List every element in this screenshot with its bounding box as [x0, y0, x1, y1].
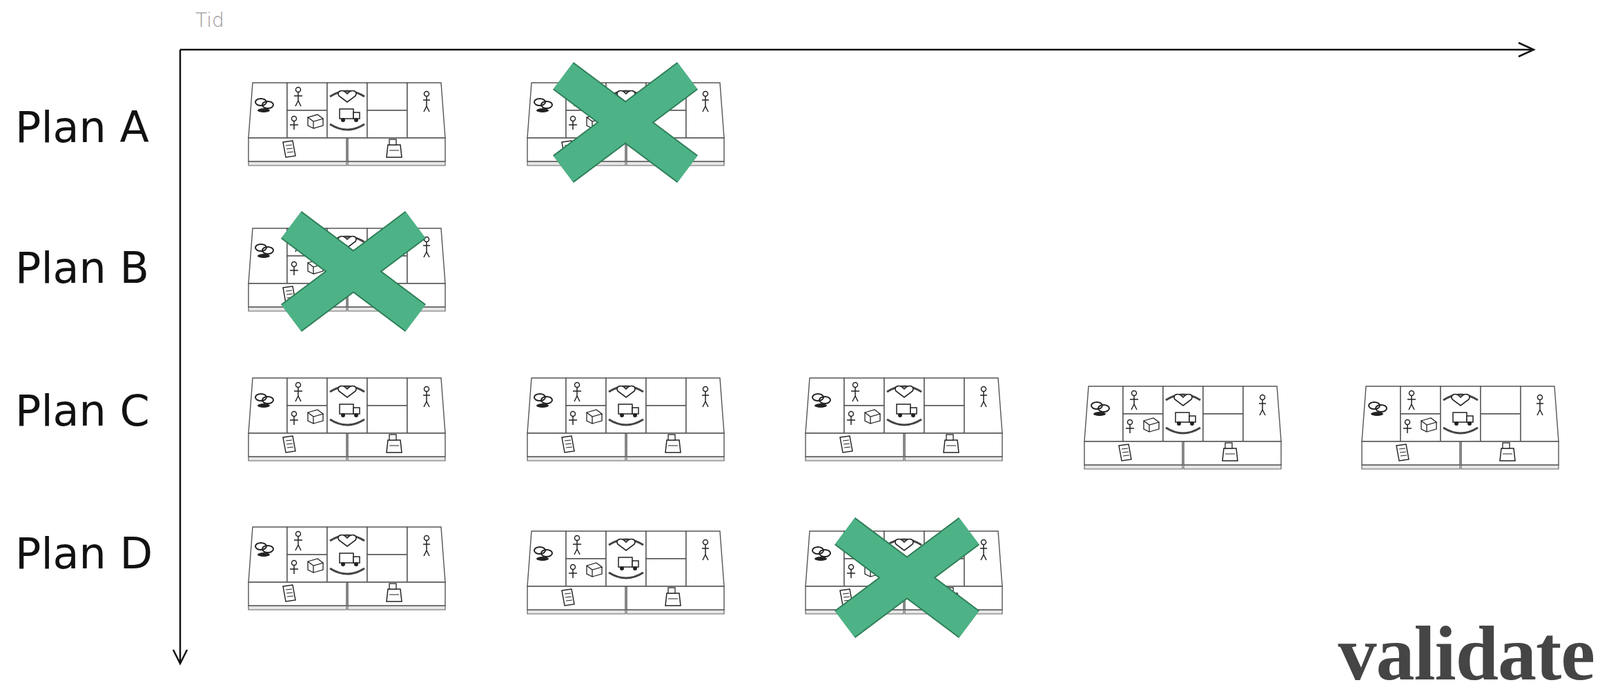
business-canvas [248, 378, 446, 462]
business-canvas [527, 531, 725, 615]
watermark: validate [1337, 615, 1595, 693]
axis-label: Tid [195, 11, 225, 31]
time-axis [180, 42, 1534, 57]
plan-axis [173, 49, 188, 665]
plan-label: Plan B [15, 247, 150, 290]
reject-cross [563, 75, 688, 170]
business-canvas [805, 378, 1003, 462]
business-canvas [527, 378, 725, 462]
business-canvas [1084, 386, 1282, 470]
plan-label: Plan D [15, 532, 153, 576]
business-canvas [248, 82, 446, 166]
reject-cross [291, 225, 416, 319]
reject-cross [844, 531, 970, 625]
plan-label: Plan C [15, 389, 150, 433]
business-canvas [248, 527, 446, 611]
plan-label: Plan A [15, 106, 150, 150]
business-canvas [1361, 386, 1559, 470]
